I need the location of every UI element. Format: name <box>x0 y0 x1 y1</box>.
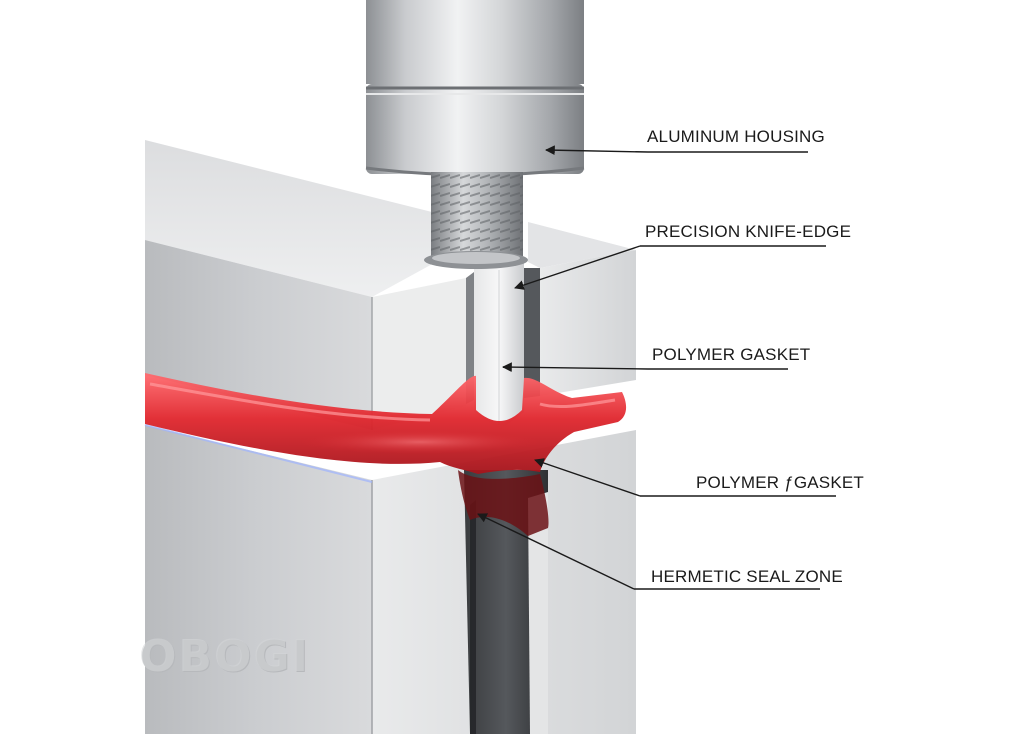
lower-block-front-face <box>145 425 372 734</box>
callout-gasket-bottom-arrow <box>534 458 641 497</box>
callout-housing-arrow <box>545 145 649 156</box>
upper-block-front-face <box>145 240 372 430</box>
aluminum-housing <box>365 0 585 177</box>
polymer-gasket <box>145 373 627 536</box>
seal-zone-extrusion <box>458 470 549 536</box>
callout-knife-edge-arrow <box>514 245 641 290</box>
callout-gasket-bottom-label: POLYMER ƒGASKET <box>696 473 864 492</box>
callout-housing-label: ALUMINUM HOUSING <box>647 127 825 146</box>
threaded-stud <box>424 172 528 269</box>
upper-block-top-right <box>528 222 636 268</box>
block-marking-highlight: OBOGI <box>139 631 310 682</box>
callout-gasket-top-arrow <box>502 362 649 373</box>
upper-block-side-right <box>540 250 636 396</box>
housing-upper <box>366 0 584 84</box>
callout-seal-zone-label: HERMETIC SEAL ZONE <box>651 567 843 586</box>
callout-gasket-top: POLYMER GASKET <box>502 345 810 373</box>
upper-block-side-left <box>372 278 466 430</box>
housing-lower <box>366 84 584 174</box>
callout-gasket-top-label: POLYMER GASKET <box>652 345 810 364</box>
callout-seal-zone: HERMETIC SEAL ZONE <box>477 513 843 590</box>
callout-seal-zone-arrow <box>477 513 635 590</box>
upper-block-top-left <box>145 140 436 297</box>
callouts: ALUMINUM HOUSING PRECISION KNIFE-EDGE PO… <box>477 127 864 590</box>
callout-knife-edge: PRECISION KNIFE-EDGE <box>514 222 851 290</box>
block-marking: OBOGI <box>140 632 311 683</box>
upper-block <box>145 140 636 430</box>
callout-gasket-bottom: POLYMER ƒGASKET <box>534 458 864 497</box>
callout-knife-edge-label: PRECISION KNIFE-EDGE <box>645 222 851 241</box>
lower-groove <box>464 470 548 734</box>
callout-housing: ALUMINUM HOUSING <box>545 127 825 156</box>
lower-block: OBOGI OBOGI <box>139 424 636 734</box>
knife-edge <box>474 262 524 430</box>
